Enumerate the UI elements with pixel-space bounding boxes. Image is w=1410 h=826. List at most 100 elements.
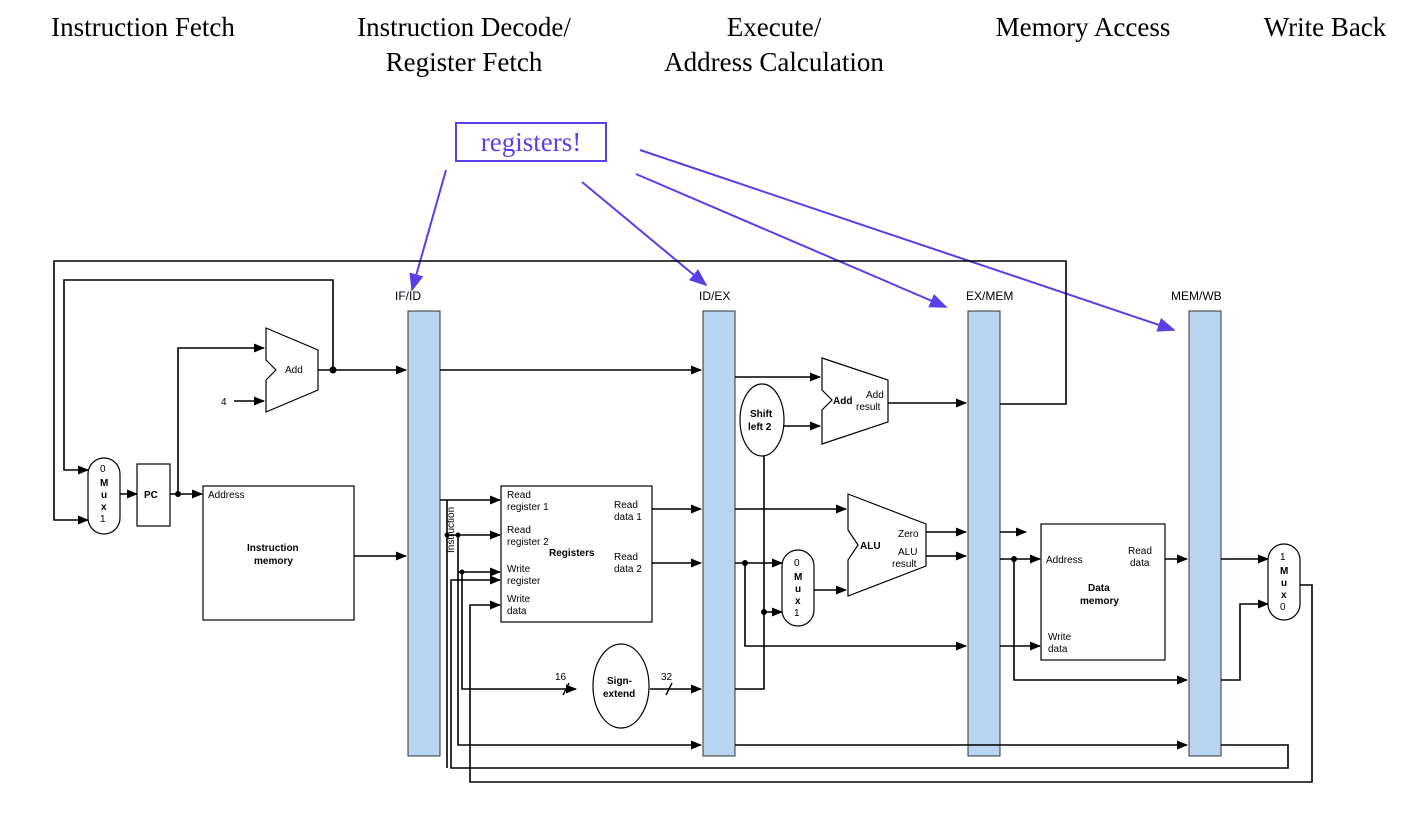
wb-mux-u: u xyxy=(1281,578,1287,589)
dmem-write-label-2: data xyxy=(1048,644,1068,655)
stage-ex-line1: Execute/ xyxy=(726,12,822,42)
components xyxy=(87,327,1301,729)
bits-32-label: 32 xyxy=(661,672,673,683)
add-result-label-2: result xyxy=(856,402,881,413)
shift-label-2: left 2 xyxy=(748,422,772,433)
stage-write-back: Write Back xyxy=(1244,10,1406,45)
wb-mux xyxy=(1267,543,1301,621)
bits-16-label: 16 xyxy=(555,672,567,683)
imem-label-2: memory xyxy=(254,556,293,567)
idex-register xyxy=(702,310,736,757)
ifid-register xyxy=(407,310,441,757)
rd2-label-2: data 2 xyxy=(614,564,642,575)
stage-id-line2: Register Fetch xyxy=(385,47,543,77)
imem-label-1: Instruction xyxy=(247,543,299,554)
register-file xyxy=(500,485,653,623)
pc-mux-x: x xyxy=(101,502,107,513)
wb-mux-m: M xyxy=(1280,566,1288,577)
dmem-read-label-1: Read xyxy=(1128,546,1152,557)
alu-result-label-2: result xyxy=(892,559,917,570)
pc-mux xyxy=(87,457,121,535)
rd2-label-1: Read xyxy=(614,552,638,563)
pc-adder-label: Add xyxy=(285,365,303,376)
instruction-memory xyxy=(202,485,355,621)
add-result-label-1: Add xyxy=(866,390,884,401)
wb-mux-0: 0 xyxy=(1280,602,1286,613)
rr1-label-1: Read xyxy=(507,490,531,501)
rd1-label-2: data 1 xyxy=(614,512,642,523)
rr2-label-2: register 2 xyxy=(507,537,549,548)
wb-mux-1: 1 xyxy=(1280,552,1286,563)
rr1-label-2: register 1 xyxy=(507,502,549,513)
pc-adder xyxy=(265,327,319,413)
component-labels: 0 M u x 1 PC Add 4 Address Instruction m… xyxy=(100,365,1288,700)
alu-mux-u: u xyxy=(795,584,801,595)
idex-label: ID/EX xyxy=(699,289,730,303)
memwb-register xyxy=(1188,310,1222,757)
dmem-address-label: Address xyxy=(1046,555,1083,566)
pc-mux-m: M xyxy=(100,478,108,489)
stage-if-label: Instruction Fetch xyxy=(51,12,235,42)
dmem-label-1: Data xyxy=(1088,583,1110,594)
pc-mux-0: 0 xyxy=(100,464,106,475)
alu-result-label-1: ALU xyxy=(898,547,917,558)
stage-execute: Execute/ Address Calculation xyxy=(636,10,912,80)
registers-label: Registers xyxy=(549,548,595,559)
branch-adder xyxy=(821,357,889,445)
registers-callout-label: registers! xyxy=(480,127,582,157)
exmem-label: EX/MEM xyxy=(966,289,1013,303)
constant-four: 4 xyxy=(221,397,227,408)
memwb-label: MEM/WB xyxy=(1171,289,1222,303)
stage-memory-access: Memory Access xyxy=(970,10,1196,45)
arrow-to-ifid xyxy=(409,169,447,292)
registers-callout: registers! xyxy=(455,122,607,162)
stage-instruction-decode: Instruction Decode/ Register Fetch xyxy=(330,10,598,80)
exmem-register xyxy=(967,310,1001,757)
zero-label: Zero xyxy=(898,529,919,540)
wr-label-1: Write xyxy=(507,564,531,575)
rd1-label-1: Read xyxy=(614,500,638,511)
dmem-label-2: memory xyxy=(1080,596,1119,607)
wires xyxy=(53,260,1313,783)
pipeline-registers: IF/ID ID/EX EX/MEM MEM/WB xyxy=(395,289,1222,757)
stage-id-line1: Instruction Decode/ xyxy=(357,12,571,42)
wr-label-2: register xyxy=(507,576,541,587)
imem-address-label: Address xyxy=(208,490,245,501)
pc-mux-1: 1 xyxy=(100,514,106,525)
stage-ex-line2: Address Calculation xyxy=(664,47,884,77)
shift-label-1: Shift xyxy=(750,409,773,420)
alu-label: ALU xyxy=(860,541,881,552)
alu-mux-x: x xyxy=(795,596,801,607)
data-memory xyxy=(1040,523,1166,661)
instruction-bus-label: Instruction xyxy=(446,507,457,553)
arrow-to-memwb xyxy=(639,149,1176,332)
bus-width-ticks xyxy=(562,682,673,696)
stage-wb-label: Write Back xyxy=(1263,12,1387,42)
pc-mux-u: u xyxy=(101,490,107,501)
rr2-label-1: Read xyxy=(507,525,531,536)
dmem-read-label-2: data xyxy=(1130,558,1150,569)
shift-left-unit xyxy=(739,383,785,457)
pc-label: PC xyxy=(144,490,158,501)
stage-instruction-fetch: Instruction Fetch xyxy=(30,10,256,45)
pc-register xyxy=(136,463,171,527)
junction-dots xyxy=(175,366,1017,615)
ifid-label: IF/ID xyxy=(395,289,421,303)
wd-label-2: data xyxy=(507,606,527,617)
arrow-to-idex xyxy=(581,181,708,287)
sign-extend-label-1: Sign- xyxy=(607,676,632,687)
stage-mem-label: Memory Access xyxy=(995,12,1171,42)
dmem-write-label-1: Write xyxy=(1048,632,1072,643)
sign-extend-unit xyxy=(592,643,650,729)
alu-mux-0: 0 xyxy=(794,558,800,569)
wb-mux-x: x xyxy=(1281,590,1287,601)
arrow-to-exmem xyxy=(635,173,948,308)
callout-arrows xyxy=(409,149,1176,332)
alu-mux xyxy=(781,549,815,627)
branch-adder-label: Add xyxy=(833,396,852,407)
sign-extend-label-2: extend xyxy=(603,689,635,700)
alu-mux-m: M xyxy=(794,572,802,583)
wd-label-1: Write xyxy=(507,594,531,605)
alu xyxy=(847,493,927,597)
